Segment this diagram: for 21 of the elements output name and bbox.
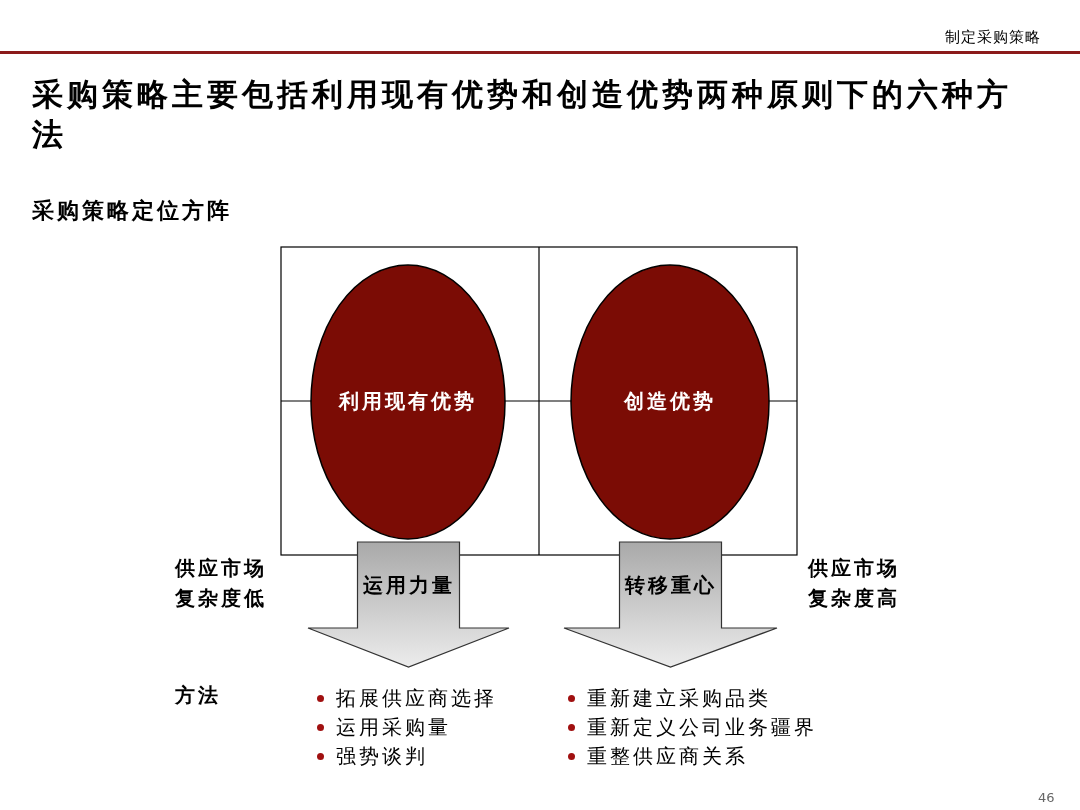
bullet-item: 运用采购量 bbox=[336, 714, 451, 741]
axis-label: 供应市场复杂度低 bbox=[175, 555, 268, 612]
block-arrow bbox=[307, 541, 510, 668]
bullet-item: 拓展供应商选择 bbox=[336, 685, 497, 712]
header-text: 制定采购策略 bbox=[945, 28, 1041, 47]
bullet-item: 重新建立采购品类 bbox=[587, 685, 771, 712]
page-number: 46 bbox=[1038, 790, 1055, 805]
node-label: 创造优势 bbox=[622, 388, 717, 415]
bullet-item: 强势谈判 bbox=[336, 743, 428, 770]
oval-node bbox=[310, 264, 506, 540]
block-arrow bbox=[563, 541, 778, 668]
axis-label: 供应市场复杂度高 bbox=[808, 555, 901, 612]
node-label: 转移重心 bbox=[623, 572, 718, 599]
oval-node bbox=[570, 264, 770, 540]
node-label: 运用力量 bbox=[361, 572, 456, 599]
bullet-item: 重新定义公司业务疆界 bbox=[587, 714, 817, 741]
page-title: 采购策略主要包括利用现有优势和创造优势两种原则下的六种方法 bbox=[32, 75, 1013, 154]
bullet-item: 重整供应商关系 bbox=[587, 743, 748, 770]
node-label: 利用现有优势 bbox=[337, 388, 478, 415]
section-heading: 采购策略定位方阵 bbox=[32, 196, 232, 225]
row-heading: 方法 bbox=[175, 682, 221, 709]
